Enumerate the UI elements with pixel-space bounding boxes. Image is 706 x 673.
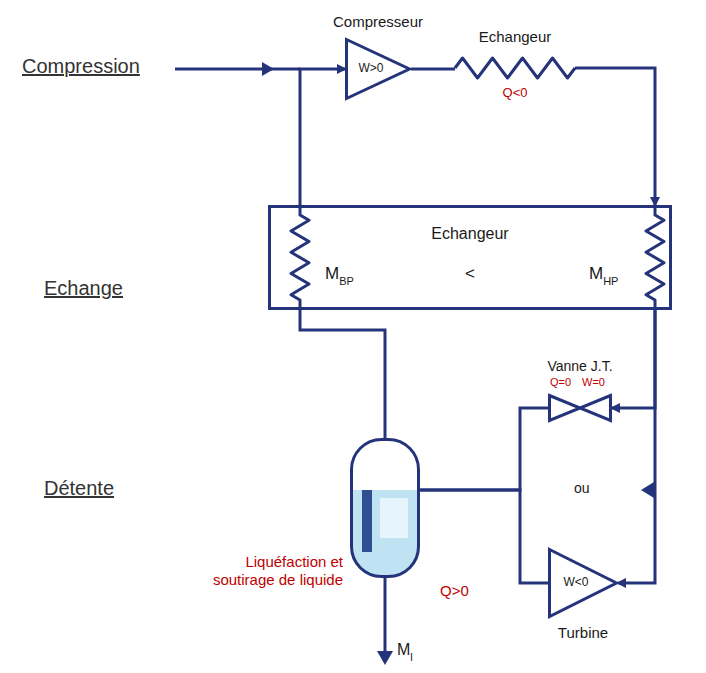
zigzag-line	[455, 58, 575, 78]
stage-label: Echange	[44, 276, 123, 300]
alternative-label: ou	[574, 480, 590, 497]
pipe-connector	[618, 310, 655, 583]
jt-valve-symbol: Vanne J.T.Q=0W=0	[548, 394, 612, 422]
exchanger-label: Echangeur	[479, 28, 552, 46]
triangle-outline	[550, 550, 617, 617]
exchanger-label: Echangeur	[431, 224, 508, 243]
turbine-symbol: W<0Turbine	[548, 548, 618, 618]
stage-label: Compression	[22, 54, 140, 78]
separator-vessel-outline	[350, 438, 420, 578]
heat-label: Q=0	[550, 376, 571, 389]
split-arrow	[641, 482, 654, 498]
cooler-symbol: EchangeurQ<0	[455, 55, 575, 81]
liquid	[352, 490, 419, 577]
flow-symbol: M	[397, 640, 410, 659]
inlet-arrow	[262, 62, 274, 76]
work-label: W<0	[563, 575, 588, 589]
turbine-label: Turbine	[558, 624, 608, 642]
valve-half	[550, 396, 581, 421]
cooler-symbol-outline	[455, 55, 575, 81]
stage-label: Détente	[44, 476, 114, 500]
compressor-label: Compresseur	[333, 13, 423, 31]
flow-subscript: l	[410, 651, 412, 664]
pipe-connector	[300, 310, 385, 438]
separator-vessel: Liquéfaction et soutirage de liquide	[350, 438, 420, 578]
liquid-highlight	[380, 498, 408, 538]
jt-valve-symbol-outline	[548, 394, 612, 422]
vessel-outline	[352, 440, 419, 577]
heat-label: Q<0	[503, 85, 528, 101]
flow-subscript: BP	[339, 275, 354, 288]
pipe-connector	[612, 310, 655, 408]
comparison-sign: <	[465, 264, 475, 284]
outlet-pipe	[384, 578, 387, 654]
pipe-connector	[300, 69, 345, 205]
zigzag-line	[291, 205, 309, 310]
flow-symbol: M	[589, 264, 603, 284]
outlet-arrow	[377, 651, 393, 665]
valve-half	[580, 396, 611, 421]
pipe-connector	[411, 68, 455, 71]
triangle-outline	[347, 40, 410, 99]
zigzag-line	[646, 205, 664, 310]
liquefaction-label: Liquéfaction et soutirage de liquide	[198, 553, 343, 589]
flow-subscript: HP	[603, 275, 618, 288]
pipe-connector	[420, 490, 548, 583]
flow-symbol: M	[325, 264, 339, 284]
pipe-connector	[575, 68, 655, 205]
heat-label: Q>0	[440, 582, 469, 600]
work-label: W>0	[358, 61, 383, 75]
valve-label: Vanne J.T.	[547, 358, 612, 375]
level-gauge	[362, 490, 372, 552]
pipe-connector	[420, 408, 548, 490]
compressor-symbol: CompresseurW>0	[345, 38, 411, 100]
work-label: W=0	[582, 376, 605, 389]
heat-exchanger-box: EchangeurMBP<MHP	[268, 205, 672, 310]
inlet-pipe	[175, 68, 300, 71]
heat-exchanger-box-outline	[268, 205, 672, 310]
